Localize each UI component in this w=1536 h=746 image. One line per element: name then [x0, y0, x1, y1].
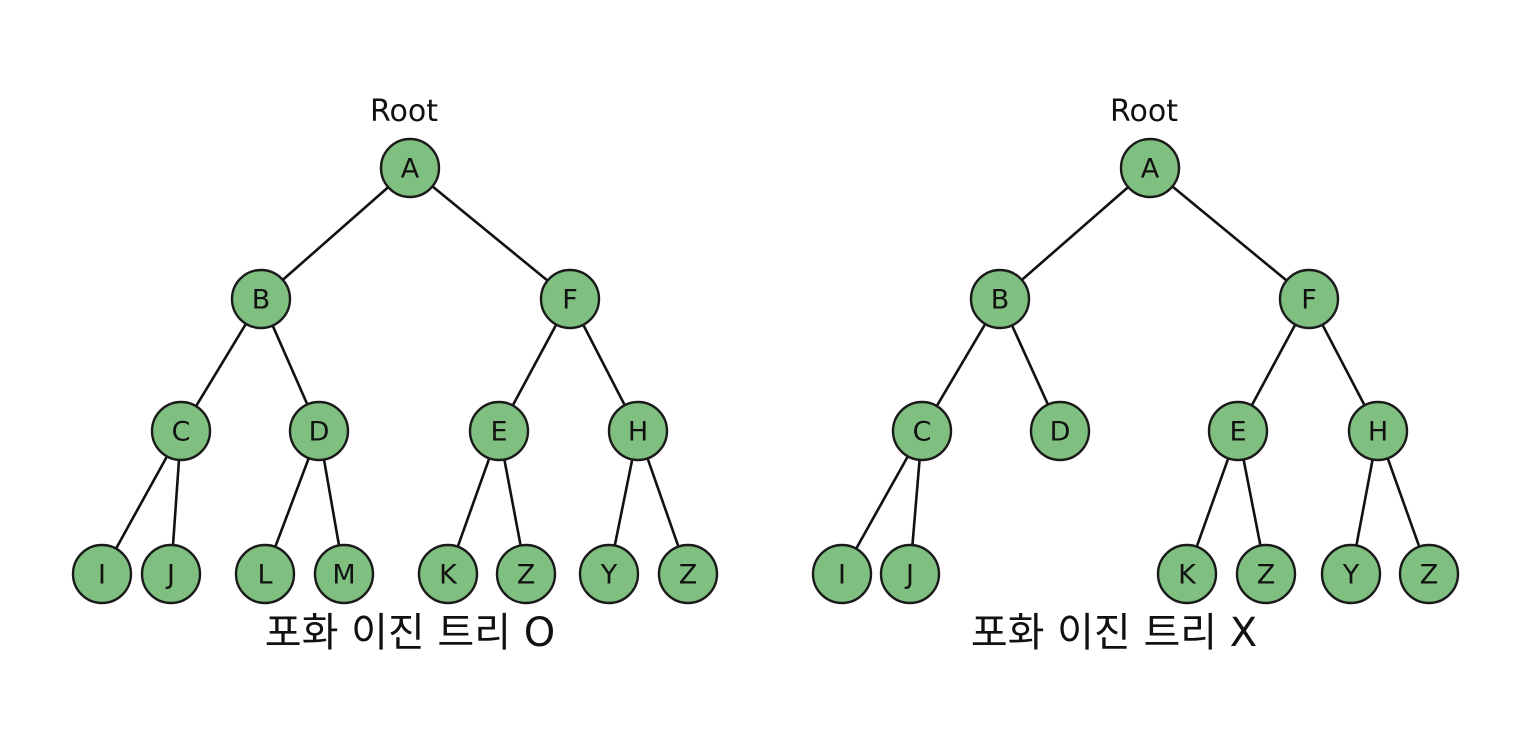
tree-node-f: F — [1278, 268, 1340, 330]
node-circle — [468, 400, 530, 462]
node-circle — [313, 543, 375, 605]
node-label: E — [1229, 417, 1246, 448]
node-circle — [288, 400, 350, 462]
tree-node-i: I — [71, 543, 133, 605]
node-label: K — [439, 560, 458, 591]
tree-node-z1: Z — [1235, 543, 1297, 605]
tree-caption: 포화 이진 트리 O — [265, 610, 555, 656]
node-circle — [71, 543, 133, 605]
full-binary-tree: A B F C D E H I J L M K Z Y Z Root 포화 이진 트리 O — [71, 94, 719, 656]
node-label: I — [98, 560, 106, 591]
node-circle — [234, 543, 296, 605]
node-label: Z — [1420, 560, 1439, 591]
node-circle — [607, 400, 669, 462]
tree-nodes: A B F C D E H I J K Z Y Z — [811, 137, 1460, 605]
root-label: Root — [1110, 94, 1178, 129]
edge-a-f — [1149, 166, 1310, 301]
node-label: K — [1178, 560, 1197, 591]
node-circle — [1207, 400, 1269, 462]
node-circle — [578, 543, 640, 605]
node-circle — [150, 400, 212, 462]
tree-edges — [840, 166, 1431, 575]
node-label: Z — [679, 560, 698, 591]
node-label: E — [490, 417, 507, 448]
tree-node-a: A — [379, 137, 441, 199]
tree-node-e: E — [468, 400, 530, 462]
node-label: A — [1141, 154, 1160, 185]
tree-node-d: D — [288, 400, 350, 462]
node-label: H — [628, 417, 648, 448]
node-label: B — [252, 285, 271, 316]
tree-node-b: B — [969, 268, 1031, 330]
node-label: Z — [517, 560, 536, 591]
tree-node-f: F — [539, 268, 601, 330]
edge-a-b — [999, 167, 1151, 300]
tree-node-h: H — [607, 400, 669, 462]
node-label: C — [913, 417, 932, 448]
node-circle — [1156, 543, 1218, 605]
tree-node-k: K — [1156, 543, 1218, 605]
tree-node-c: C — [891, 400, 953, 462]
node-circle — [1320, 543, 1382, 605]
root-label: Root — [370, 94, 438, 129]
node-circle — [811, 543, 873, 605]
node-label: J — [904, 560, 914, 591]
node-circle — [140, 543, 202, 605]
node-circle — [417, 543, 479, 605]
tree-node-i: I — [811, 543, 873, 605]
node-label: L — [257, 560, 272, 591]
node-circle — [1119, 137, 1181, 199]
node-circle — [969, 268, 1031, 330]
tree-nodes: A B F C D E H I J L M K Z Y Z — [71, 137, 719, 605]
edge-a-f — [409, 166, 571, 301]
node-circle — [891, 400, 953, 462]
node-circle — [1278, 268, 1340, 330]
node-circle — [879, 543, 941, 605]
node-circle — [379, 137, 441, 199]
tree-node-j: J — [140, 543, 202, 605]
node-circle — [1347, 400, 1409, 462]
tree-edges — [100, 166, 690, 575]
node-label: F — [1301, 285, 1317, 316]
node-label: Y — [600, 560, 618, 591]
tree-node-b: B — [230, 268, 292, 330]
node-circle — [1235, 543, 1297, 605]
node-circle — [657, 543, 719, 605]
node-label: D — [1050, 417, 1071, 448]
tree-node-h: H — [1347, 400, 1409, 462]
node-label: B — [991, 285, 1010, 316]
node-label: M — [332, 560, 355, 591]
tree-node-z2: Z — [657, 543, 719, 605]
node-label: D — [309, 417, 330, 448]
node-label: J — [165, 560, 175, 591]
tree-node-m: M — [313, 543, 375, 605]
tree-node-z2: Z — [1398, 543, 1460, 605]
node-label: Y — [1342, 560, 1360, 591]
tree-node-c: C — [150, 400, 212, 462]
tree-caption: 포화 이진 트리 X — [971, 610, 1257, 656]
tree-node-j: J — [879, 543, 941, 605]
node-circle — [1398, 543, 1460, 605]
node-label: Z — [1257, 560, 1276, 591]
node-circle — [495, 543, 557, 605]
tree-node-a: A — [1119, 137, 1181, 199]
tree-node-z1: Z — [495, 543, 557, 605]
tree-node-d: D — [1029, 400, 1091, 462]
node-circle — [230, 268, 292, 330]
edge-a-b — [260, 167, 411, 300]
tree-node-l: L — [234, 543, 296, 605]
node-label: A — [401, 154, 420, 185]
tree-node-y: Y — [1320, 543, 1382, 605]
tree-node-y: Y — [578, 543, 640, 605]
non-full-binary-tree: A B F C D E H I J K Z Y Z Root 포화 이진 트리 X — [811, 94, 1460, 656]
tree-node-k: K — [417, 543, 479, 605]
node-label: H — [1368, 417, 1388, 448]
node-label: F — [562, 285, 578, 316]
node-label: C — [172, 417, 191, 448]
node-circle — [539, 268, 601, 330]
tree-node-e: E — [1207, 400, 1269, 462]
node-label: I — [838, 560, 846, 591]
node-circle — [1029, 400, 1091, 462]
